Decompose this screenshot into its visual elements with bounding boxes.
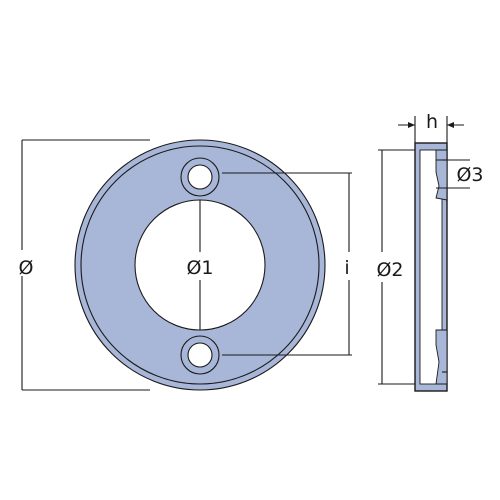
inner-diameter-label: Ø1 bbox=[186, 257, 213, 279]
ring-inner-chamfer bbox=[80, 145, 320, 385]
side-view bbox=[414, 142, 448, 392]
ring-outer-edge bbox=[74, 139, 326, 391]
outer-diameter-dimension: Ø bbox=[19, 139, 150, 391]
thickness-arrow-left bbox=[408, 122, 415, 128]
side-diameter-label: Ø2 bbox=[376, 259, 403, 281]
side-bolt-hole-bottom bbox=[435, 329, 448, 385]
thickness-label: h bbox=[426, 111, 438, 133]
outer-diameter-label: Ø bbox=[19, 257, 34, 279]
top-bolt-hole bbox=[187, 164, 213, 190]
top-bolt-hole-counterbore bbox=[180, 157, 220, 197]
side-bolt-hole-top bbox=[435, 149, 448, 201]
thickness-dimension: h bbox=[398, 111, 464, 143]
bolt-hole-dimension: Ø3 bbox=[436, 146, 484, 202]
front-view: Ø1 bbox=[74, 139, 326, 391]
side-profile-inner bbox=[419, 149, 443, 385]
ring-body bbox=[75, 140, 325, 390]
bottom-bolt-hole-counterbore bbox=[180, 335, 220, 375]
hole-spacing-dimension: i bbox=[222, 172, 352, 356]
bolt-hole-diameter-label: Ø3 bbox=[456, 164, 483, 186]
side-diameter-dimension: Ø2 bbox=[376, 149, 415, 385]
thickness-arrow-right bbox=[447, 122, 454, 128]
bottom-bolt-hole bbox=[187, 342, 213, 368]
hole-spacing-label: i bbox=[344, 257, 349, 279]
